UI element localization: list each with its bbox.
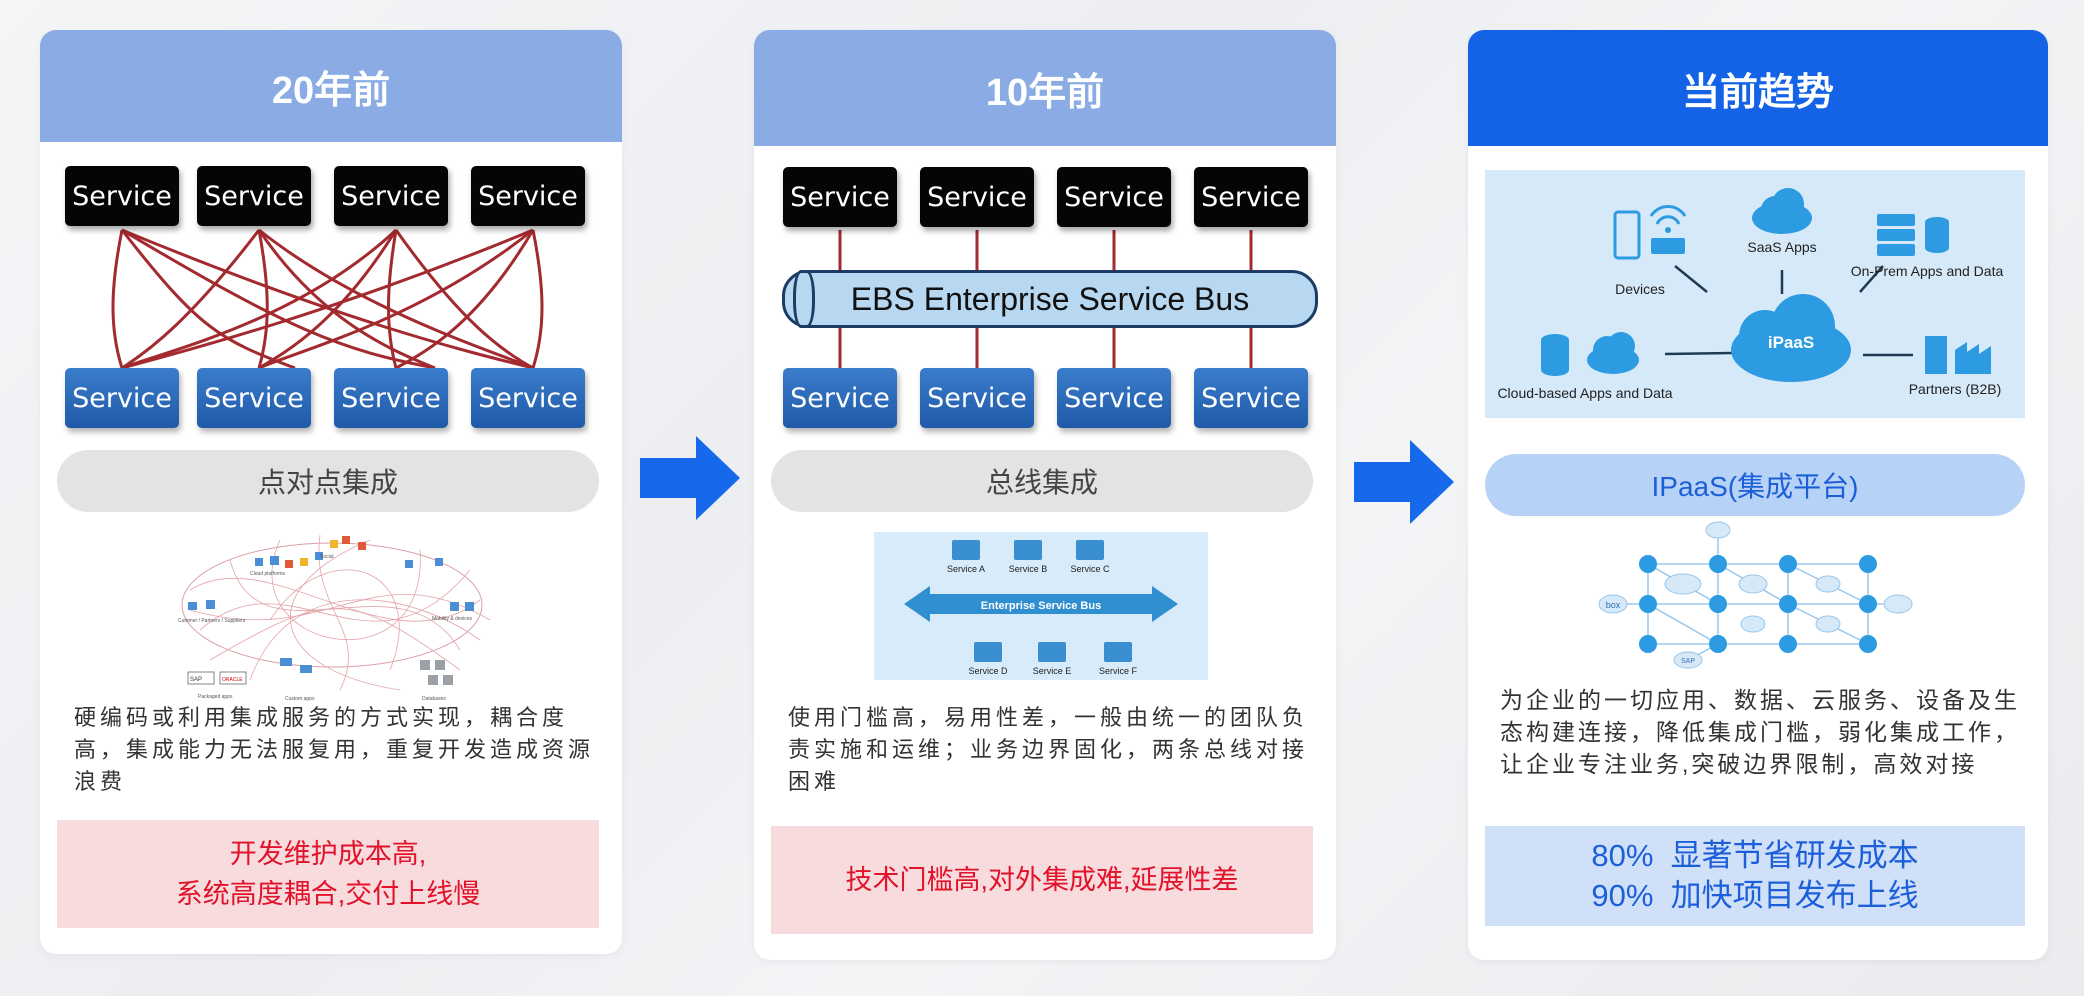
description-text: 使用门槛高，易用性差，一般由统一的团队负责实施和运维；业务边界固化，两条总线对接… [788, 705, 1309, 794]
on-prem-icon [1877, 214, 1949, 256]
bottom-service-1: Service [65, 368, 179, 428]
esb-service-f: Service F [1099, 666, 1138, 676]
panel-title: 10年前 [754, 30, 1336, 146]
panel-10-years-ago: 10年前 Service Service Service Service EBS… [754, 30, 1336, 960]
esb-mini-diagram: Enterprise Service Bus Service A Service… [874, 532, 1208, 680]
mini-label-databases: Databases [422, 696, 446, 702]
esb-service-a: Service A [947, 564, 985, 574]
integration-type-pill: 点对点集成 [57, 450, 599, 512]
top-service-4: Service [1194, 167, 1308, 227]
integration-type-pill: IPaaS(集成平台) [1485, 454, 2025, 516]
right-arrow-icon [640, 436, 740, 520]
mini-label-cloud: Cloud platforms [250, 571, 286, 577]
summary-line-1: 技术门槛高,对外集成难,延展性差 [845, 865, 1239, 895]
bottom-service-2: Service [920, 368, 1034, 428]
mini-label-customers: Cutomer / Partners / Suppliers [178, 618, 246, 624]
bottom-service-2: Service [197, 368, 311, 428]
top-service-1: Service [65, 166, 179, 226]
summary-box: 80% 显著节省研发成本 90% 加快项目发布上线 [1485, 826, 2025, 926]
ipaas-diagram: iPaaS SaaS Apps Devices On-Prem Apps and… [1485, 170, 2025, 418]
saas-cloud-icon [1752, 188, 1812, 234]
ipaas-center-label: iPaaS [1768, 333, 1814, 352]
mini-label-sap: SAP [190, 677, 202, 683]
top-service-3: Service [334, 166, 448, 226]
partners-icon [1925, 336, 1991, 374]
integration-type-pill: 总线集成 [771, 450, 1313, 512]
point-to-point-mesh [111, 228, 544, 370]
top-service-4: Service [471, 166, 585, 226]
summary-line-2: 90% 加快项目发布上线 [1591, 878, 1919, 913]
devices-icon [1613, 205, 1687, 260]
bottom-service-4: Service [1194, 368, 1308, 428]
bottom-service-3: Service [334, 368, 448, 428]
mini-label-custom: Custom apps [285, 696, 315, 702]
top-service-2: Service [197, 166, 311, 226]
esb-service-b: Service B [1009, 564, 1048, 574]
panel-20-years-ago: 20年前 Service Service Service Service Ser… [40, 30, 622, 954]
integration-network-diagram: box SAP [1598, 521, 1913, 669]
esb-service-e: Service E [1033, 666, 1072, 676]
bottom-service-1: Service [783, 368, 897, 428]
saas-label: SaaS Apps [1747, 239, 1816, 255]
summary-line-1: 80% 显著节省研发成本 [1591, 838, 1919, 873]
top-service-1: Service [783, 167, 897, 227]
cloud-based-label: Cloud-based Apps and Data [1497, 385, 1672, 401]
mini-label-mobility: Mobility & devices [432, 616, 473, 622]
summary-box: 开发维护成本高, 系统高度耦合,交付上线慢 [57, 820, 599, 928]
bus-label: EBS Enterprise Service Bus [850, 280, 1250, 317]
esb-service-c: Service C [1070, 564, 1110, 574]
net-label-box: box [1606, 600, 1621, 610]
net-label-sap: SAP [1681, 658, 1695, 665]
panel-title: 当前趋势 [1468, 30, 2048, 146]
enterprise-service-bus: EBS Enterprise Service Bus [782, 270, 1318, 328]
top-service-3: Service [1057, 167, 1171, 227]
esb-bus-label: Enterprise Service Bus [981, 600, 1101, 612]
spaghetti-diagram: SAP ORACLE Cutomer / Partners / Supplier… [178, 534, 491, 702]
on-prem-label: On-Prem Apps and Data [1851, 263, 2004, 279]
description-text: 为企业的一切应用、数据、云服务、设备及生态构建连接，降低集成门槛，弱化集成工作，… [1500, 687, 2020, 777]
bottom-service-3: Service [1057, 368, 1171, 428]
mini-label-social: Social [320, 554, 334, 560]
panel-title: 20年前 [40, 30, 622, 142]
summary-line-2: 系统高度耦合,交付上线慢 [175, 879, 481, 909]
devices-label: Devices [1615, 281, 1665, 297]
cloud-data-icon [1541, 332, 1639, 376]
partners-label: Partners (B2B) [1909, 381, 2002, 397]
summary-line-1: 开发维护成本高, [229, 839, 427, 869]
ipaas-cloud-icon [1731, 294, 1851, 382]
right-arrow-icon [1354, 440, 1454, 524]
esb-service-d: Service D [968, 666, 1008, 676]
bottom-service-4: Service [471, 368, 585, 428]
mini-label-oracle: ORACLE [222, 677, 243, 683]
description-text: 硬编码或利用集成服务的方式实现，耦合度高，集成能力无法服复用，重复开发造成资源浪… [74, 705, 595, 794]
panel-current-trend: 当前趋势 iPaaS SaaS Apps [1468, 30, 2048, 960]
mini-label-packaged: Packaged apps [198, 694, 233, 700]
summary-box: 技术门槛高,对外集成难,延展性差 [771, 826, 1313, 934]
top-service-2: Service [920, 167, 1034, 227]
